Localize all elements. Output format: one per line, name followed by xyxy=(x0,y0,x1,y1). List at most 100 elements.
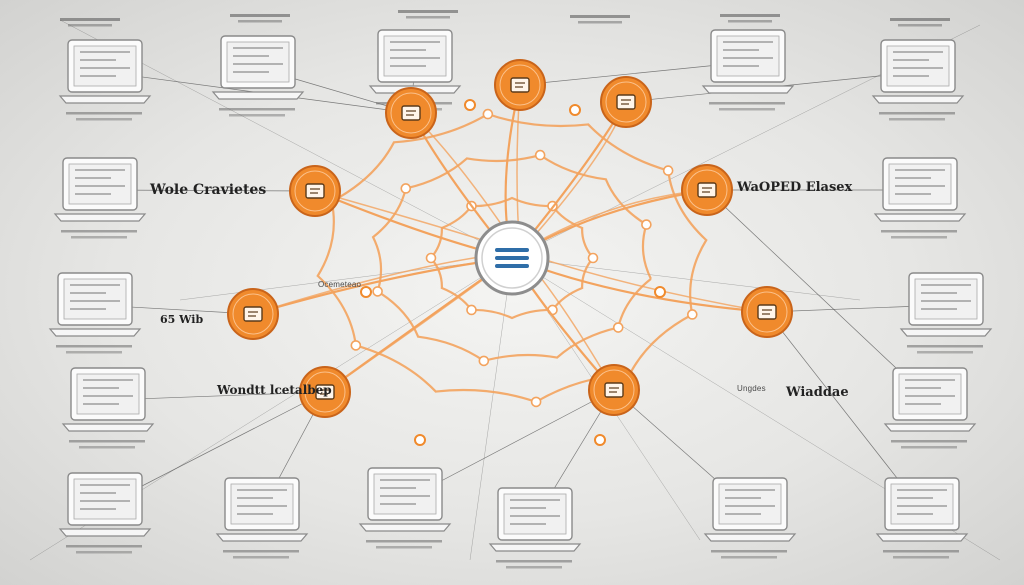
caption-line xyxy=(891,440,967,443)
web-joint xyxy=(534,149,546,161)
node-ring xyxy=(686,169,728,211)
web-joint xyxy=(482,108,494,120)
central-hub[interactable] xyxy=(474,220,550,296)
node-monitor-icon xyxy=(289,165,341,217)
globe-icon xyxy=(243,306,263,322)
laptop-base xyxy=(875,533,969,542)
small-node xyxy=(360,286,372,298)
caption-line xyxy=(66,545,142,548)
screen-content xyxy=(914,278,978,320)
node-ring xyxy=(499,64,541,106)
caption-line xyxy=(881,230,957,233)
label-right-lower: Wiaddae xyxy=(786,385,849,400)
laptop-left-2 xyxy=(48,272,142,354)
caption-line xyxy=(233,556,289,559)
laptop-base xyxy=(701,85,795,94)
caption-line xyxy=(883,550,959,553)
web-strand xyxy=(519,189,708,253)
laptop-top-right xyxy=(871,39,965,121)
caption-line xyxy=(376,546,432,549)
laptop-base xyxy=(358,523,452,532)
icon-body xyxy=(757,304,777,320)
caption-line xyxy=(79,446,135,449)
node-ring xyxy=(304,371,346,413)
caption-line xyxy=(60,18,120,21)
small-node xyxy=(654,286,666,298)
laptop-left-1 xyxy=(53,157,147,239)
caption-line xyxy=(719,108,775,111)
screen-content xyxy=(890,483,954,525)
caption-line xyxy=(890,18,950,21)
laptop-right-2 xyxy=(899,272,993,354)
web-joint xyxy=(662,165,674,176)
hub-ring xyxy=(481,227,543,289)
icon-body xyxy=(401,105,421,121)
caption-line xyxy=(889,118,945,121)
laptop-left-3 xyxy=(61,367,155,449)
node-ring xyxy=(232,293,274,335)
node-phone-icon xyxy=(299,366,351,418)
laptop-base xyxy=(873,213,967,222)
caption-line xyxy=(709,102,785,105)
laptop-base xyxy=(883,423,977,432)
small-node xyxy=(414,434,426,446)
node-document-icon xyxy=(494,59,546,111)
small-node xyxy=(569,104,581,116)
caption-line xyxy=(66,351,122,354)
laptop-bottom-right xyxy=(875,477,969,559)
caption-line xyxy=(76,118,132,121)
node-note-icon xyxy=(741,286,793,338)
screen-content xyxy=(373,473,437,515)
screen-content xyxy=(898,373,962,415)
label-right-upper: WaOPED Elasex xyxy=(737,180,853,195)
icon-body xyxy=(315,384,335,400)
node-ring xyxy=(294,170,336,212)
node-ring xyxy=(605,81,647,123)
monitor-icon xyxy=(305,183,325,199)
laptop-base xyxy=(211,91,305,100)
caption-line xyxy=(66,112,142,115)
web-joint xyxy=(612,322,624,333)
orange-nodes xyxy=(227,59,793,418)
caption-line xyxy=(901,446,957,449)
screen-content xyxy=(503,493,567,535)
menu-bar xyxy=(495,256,529,260)
document-icon xyxy=(510,77,530,93)
caption-line xyxy=(406,16,450,19)
laptop-bottom-3 xyxy=(358,467,452,549)
laptop-bottom-2 xyxy=(215,477,309,559)
web-joint xyxy=(641,219,652,230)
node-window-icon xyxy=(385,87,437,139)
document-icon xyxy=(604,382,624,398)
caption-line xyxy=(907,345,983,348)
label-left-upper: Wole Cravietes xyxy=(150,182,267,198)
phone-icon xyxy=(315,384,335,400)
caption-line xyxy=(578,21,622,24)
screen-content xyxy=(63,278,127,320)
caption-line xyxy=(891,236,947,239)
caption-line xyxy=(917,351,973,354)
chat-bubble-icon xyxy=(616,94,636,110)
laptop-base xyxy=(58,95,152,104)
caption-line xyxy=(879,112,955,115)
laptop-top-right-2 xyxy=(701,29,795,111)
laptop-base xyxy=(215,533,309,542)
laptop-top-left xyxy=(58,39,152,121)
web-joint xyxy=(350,340,362,351)
icon-body xyxy=(243,306,263,322)
caption-line xyxy=(68,24,112,27)
screen-content xyxy=(888,163,952,205)
devices xyxy=(48,10,993,569)
screen-content xyxy=(226,41,290,83)
small-node xyxy=(594,434,606,446)
node-ring xyxy=(593,369,635,411)
icon-body xyxy=(697,182,717,198)
caption-line xyxy=(496,560,572,563)
icon-body xyxy=(510,77,530,93)
web-joint xyxy=(478,355,490,367)
laptop-base xyxy=(61,423,155,432)
laptop-top-2 xyxy=(211,35,305,117)
caption-line xyxy=(398,10,458,13)
caption-line xyxy=(230,14,290,17)
note-icon xyxy=(757,304,777,320)
